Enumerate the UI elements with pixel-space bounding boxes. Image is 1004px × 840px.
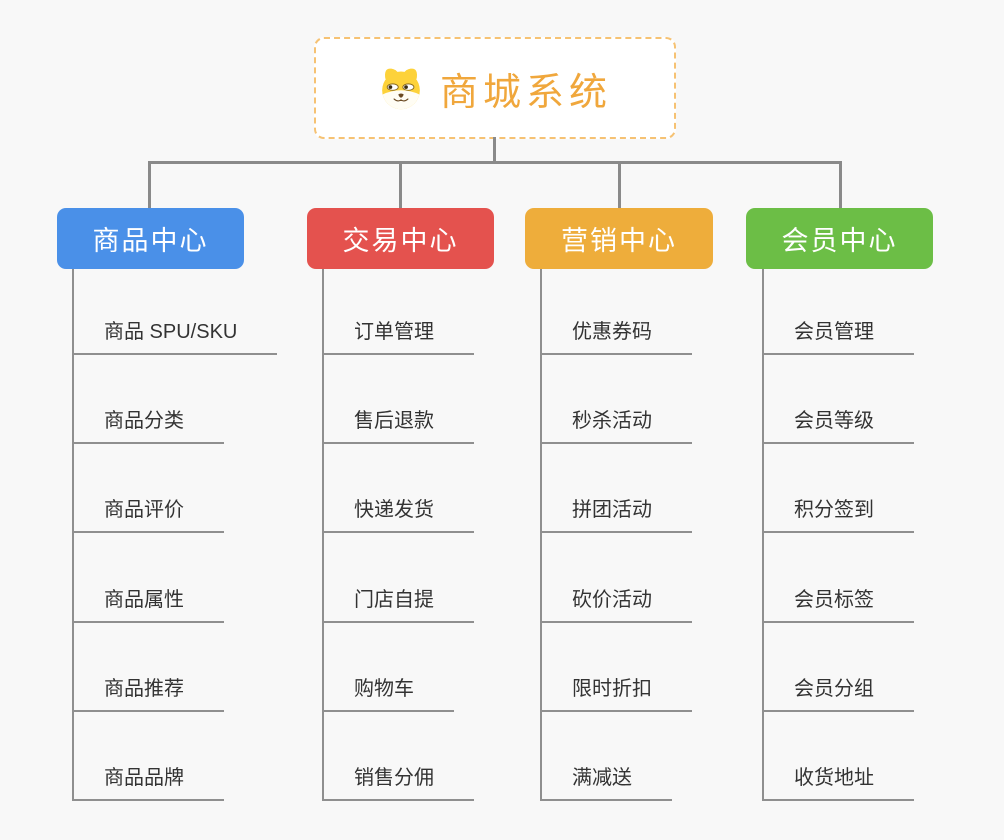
branch-spine-line [322, 269, 324, 801]
leaf-node[interactable]: 优惠券码 [540, 320, 692, 355]
branch-node-trade[interactable]: 交易中心 [307, 208, 494, 269]
connector-drop-3 [618, 161, 621, 210]
dog-face-icon [378, 65, 424, 111]
leaf-node[interactable]: 满减送 [540, 766, 672, 801]
leaf-node[interactable]: 会员等级 [762, 409, 914, 444]
branch-node-members[interactable]: 会员中心 [746, 208, 933, 269]
connector-drop-1 [148, 161, 151, 210]
connector-root-drop [493, 137, 496, 164]
leaf-node[interactable]: 购物车 [322, 677, 454, 712]
leaf-node[interactable]: 限时折扣 [540, 677, 692, 712]
leaf-node[interactable]: 商品品牌 [72, 766, 224, 801]
branch-node-marketing[interactable]: 营销中心 [525, 208, 713, 269]
leaf-node[interactable]: 门店自提 [322, 588, 474, 623]
leaf-node[interactable]: 商品 SPU/SKU [72, 320, 278, 355]
connector-drop-4 [839, 161, 842, 210]
leaf-node[interactable]: 商品属性 [72, 588, 224, 623]
leaf-node[interactable]: 秒杀活动 [540, 409, 692, 444]
leaf-node[interactable]: 收货地址 [762, 766, 914, 801]
leaf-node[interactable]: 砍价活动 [540, 588, 692, 623]
leaf-node[interactable]: 积分签到 [762, 498, 914, 533]
leaf-node[interactable]: 会员管理 [762, 320, 914, 355]
leaf-node[interactable]: 售后退款 [322, 409, 474, 444]
root-title: 商城系统 [439, 71, 612, 114]
leaf-node[interactable]: 订单管理 [322, 320, 474, 355]
leaf-node[interactable]: 会员分组 [762, 677, 914, 712]
connector-drop-2 [399, 161, 402, 210]
branch-spine-line [762, 269, 764, 801]
leaf-node[interactable]: 商品分类 [72, 409, 224, 444]
leaf-node[interactable]: 销售分佣 [322, 766, 474, 801]
branch-spine-line [72, 269, 74, 801]
leaf-node[interactable]: 拼团活动 [540, 498, 692, 533]
branch-node-products[interactable]: 商品中心 [57, 208, 244, 269]
leaf-node[interactable]: 商品评价 [72, 498, 224, 533]
connector-horizontal [148, 161, 842, 164]
leaf-node[interactable]: 会员标签 [762, 588, 914, 623]
branch-spine-line [540, 269, 542, 801]
leaf-node[interactable]: 快递发货 [322, 498, 474, 533]
leaf-node[interactable]: 商品推荐 [72, 677, 224, 712]
root-node[interactable]: 商城系统 [314, 37, 676, 139]
